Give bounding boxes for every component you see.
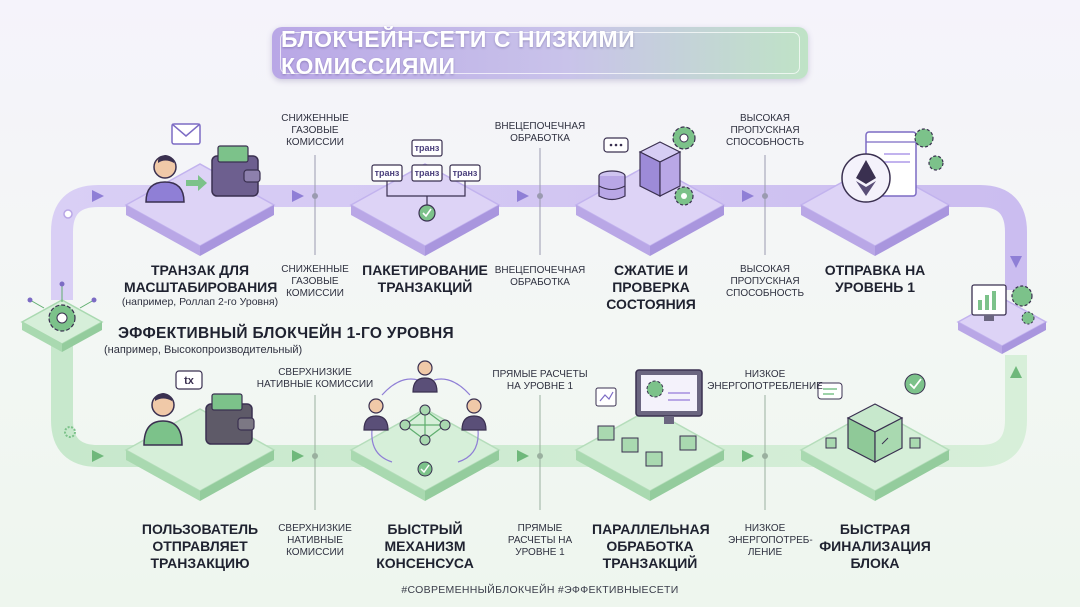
benefit-note: СВЕРХНИЗКИЕ НАТИВНЫЕ КОМИССИИ xyxy=(256,367,374,390)
analytics-monitor-icon xyxy=(971,284,1007,321)
benefit-note: СНИЖЕННЫЕ ГАЗОВЫЕ КОМИССИИ xyxy=(281,264,349,299)
network-consensus-icon xyxy=(371,378,479,477)
arrow-right-icon xyxy=(186,175,207,191)
chat-bubble-icon xyxy=(817,382,843,400)
user-icon xyxy=(145,155,185,203)
gear-icon xyxy=(672,126,696,206)
server-cube-icon xyxy=(638,141,682,197)
benefit-note: СВЕРХНИЗКИЕ НАТИВНЫЕ КОМИССИИ xyxy=(278,523,352,558)
page-title: БЛОКЧЕЙН-СЕТИ С НИЗКИМИ КОМИССИЯМИ xyxy=(281,26,636,79)
validator-icon xyxy=(363,360,487,431)
tx-label: tx xyxy=(184,375,195,387)
tx-tag-3: транз xyxy=(415,168,440,178)
user-icon xyxy=(143,393,183,446)
tx-tag-2: транз xyxy=(375,168,400,178)
sparkle-icon xyxy=(63,209,73,219)
step-label: ПОЛЬЗОВАТЕЛЬ ОТПРАВЛЯЕТ ТРАНЗАКЦИЮ xyxy=(141,521,259,571)
benefit-note: НИЗКОЕ ЭНЕРГОПОТРЕБ-ЛЕНИЕ xyxy=(728,523,813,558)
tx-bubble-icon xyxy=(175,370,203,390)
speech-bubble-icon xyxy=(603,137,629,153)
benefit-note: ВНЕЦЕПОЧЕЧНАЯ ОБРАБОТКА xyxy=(494,265,586,288)
layer1-arrows xyxy=(92,366,1022,462)
step-label: ОТПРАВКА НА УРОВЕНЬ 1 xyxy=(824,262,926,295)
gear-icon xyxy=(914,128,944,171)
database-icon xyxy=(598,170,626,201)
title-frame: БЛОКЧЕЙН-СЕТИ С НИЗКИМИ КОМИССИЯМИ xyxy=(280,26,800,79)
benefit-note: ПРЯМЫЕ РАСЧЕТЫ НА УРОВНЕ 1 xyxy=(507,523,573,558)
tx-batch-icon xyxy=(371,139,481,222)
chart-note-icon xyxy=(595,387,617,407)
gear-icon xyxy=(64,426,76,438)
step-label: ПАКЕТИРОВАНИЕ ТРАНЗАКЦИЙ xyxy=(362,262,488,295)
benefit-note: ПРЯМЫЕ РАСЧЕТЫ НА УРОВНЕ 1 xyxy=(492,369,588,392)
benefit-note: НИЗКОЕ ЭНЕРГОПОТРЕБЛЕНИЕ xyxy=(707,369,823,392)
layer1-connectors xyxy=(312,395,768,510)
wallet-icon xyxy=(205,393,255,445)
gear-icon xyxy=(646,380,664,398)
step-sublabel: (например, Роллап 2-го Уровня) xyxy=(121,296,279,308)
layer2-arrows xyxy=(92,190,1022,268)
title-banner: БЛОКЧЕЙН-СЕТИ С НИЗКИМИ КОМИССИЯМИ xyxy=(272,26,808,79)
gear-icon xyxy=(27,281,97,332)
monitor-icon xyxy=(635,369,703,424)
tx-tag-4: транз xyxy=(453,168,478,178)
step-label: ПАРАЛЛЕЛЬНАЯ ОБРАБОТКА ТРАНЗАКЦИЙ xyxy=(592,521,710,571)
tx-tag-1: транз xyxy=(415,143,440,153)
step-label: БЫСТРАЯ ФИНАЛИЗАЦИЯ БЛОКА xyxy=(819,521,931,571)
step-label: БЫСТРЫЙ МЕХАНИЗМ КОНСЕНСУСА xyxy=(376,521,474,571)
wallet-icon xyxy=(211,145,261,197)
benefit-note: ВЫСОКАЯ ПРОПУСКНАЯ СПОСОБНОСТЬ xyxy=(725,264,805,299)
benefit-note: ВНЕЦЕПОЧЕЧНАЯ ОБРАБОТКА xyxy=(494,121,586,144)
step-label: ТРАНЗАК ДЛЯ МАСШТАБИРОВАНИЯ xyxy=(124,262,278,295)
benefit-note: ВЫСОКАЯ ПРОПУСКНАЯ СПОСОБНОСТЬ xyxy=(725,113,805,148)
layer1-subtitle: (например, Высокопроизводительный) xyxy=(104,344,303,356)
mail-icon xyxy=(171,123,201,145)
final-block-icon xyxy=(825,403,921,463)
gear-icon xyxy=(1011,285,1035,325)
layer1-title: ЭФФЕКТИВНЫЙ БЛОКЧЕЙН 1-ГО УРОВНЯ xyxy=(118,325,454,342)
footer-hashtags: #СОВРЕМЕННЫЙБЛОКЧЕЙН #ЭФФЕКТИВНЫЕСЕТИ xyxy=(401,584,679,596)
blocks-icon xyxy=(597,425,697,467)
benefit-note: СНИЖЕННЫЕ ГАЗОВЫЕ КОМИССИИ xyxy=(281,113,349,148)
step-label: СЖАТИЕ И ПРОВЕРКА СОСТОЯНИЯ xyxy=(606,262,696,312)
ethereum-icon xyxy=(841,153,891,203)
layer2-connectors xyxy=(312,148,768,255)
check-icon xyxy=(904,373,926,395)
